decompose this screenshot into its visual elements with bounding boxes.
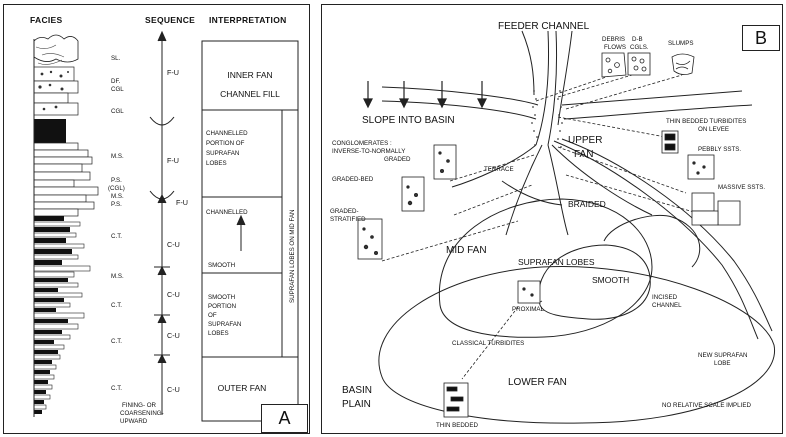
channelled-label: CHANNELLED (206, 209, 248, 216)
panel-a-diagram: FACIES SEQUENCE INTERPRETATION (30, 15, 299, 425)
conglomerates-label: CONGLOMERATES : (332, 140, 392, 147)
channelled-portion-label: SUPRAFAN (206, 150, 239, 157)
debris-flows-label: DEBRIS (602, 36, 625, 43)
fan-model-diagram: FEEDER CHANNEL SLOPE INTO BASIN DEBRIS F… (330, 21, 775, 429)
facies-code: CGL (111, 108, 124, 115)
graded-stratified-label: GRADED- (330, 208, 359, 215)
interpretation-column (201, 40, 299, 422)
mid-fan-label: MID FAN (446, 245, 487, 256)
sequence-label: C-U (167, 385, 180, 394)
db-cgls-label: D-B (632, 36, 643, 43)
inner-fan-label: INNER FAN (227, 70, 272, 80)
thin-bedded-levee-label: THIN BEDDED TURBIDITES (666, 118, 746, 125)
fining-note: FINING- OR (122, 402, 157, 409)
upper-fan-label: FAN (574, 149, 593, 160)
db-cgls-label: CGLS. (630, 44, 649, 51)
facies-column (33, 34, 99, 417)
sequence-label: F-U (167, 156, 179, 165)
suprafan-side-label: SUPRAFAN LOBES ON MID FAN (289, 209, 296, 303)
sequence-label: C-U (167, 290, 180, 299)
panel-b-label: B (742, 25, 780, 51)
sequence-label: C-U (167, 331, 180, 340)
facies-code: P.S. (111, 201, 122, 208)
graded-stratified-label: STRATIFIED (330, 216, 366, 223)
sequence-label: F-U (176, 198, 188, 207)
sequence-label: F-U (167, 68, 179, 77)
graded-bed-label: GRADED-BED (332, 176, 374, 183)
feeder-channel (381, 30, 773, 340)
slope-arrows (363, 81, 487, 109)
smooth-portion-label: SMOOTH (208, 294, 235, 301)
sequence-header: SEQUENCE (145, 15, 195, 25)
classical-turbidites-label: CLASSICAL TURBIDITES (452, 340, 524, 347)
facies-code: CGL (111, 86, 124, 93)
lower-fan-label: LOWER FAN (508, 377, 567, 388)
outer-fan-label: OUTER FAN (218, 383, 267, 393)
facies-code: SL. (111, 55, 121, 62)
terrace-label: TERRACE (484, 166, 514, 173)
facies-code: C.T. (111, 302, 122, 309)
sediment-sketches (357, 52, 741, 418)
panel-a: FACIES SEQUENCE INTERPRETATION (3, 4, 310, 434)
sequence-label: C-U (167, 240, 180, 249)
feeder-channel-label: FEEDER CHANNEL (498, 21, 590, 32)
inner-fan-label: CHANNEL FILL (220, 89, 280, 99)
facies-code: P.S. (111, 177, 122, 184)
suprafan-lobes-label: SUPRAFAN LOBES (518, 257, 595, 267)
debris-flows-label: FLOWS (604, 44, 626, 51)
no-scale-note: NO RELATIVE SCALE IMPLIED (662, 402, 751, 409)
facies-code: (CGL) (108, 185, 125, 192)
new-suprafan-label: NEW SUPRAFAN (698, 352, 748, 359)
smooth-portion-label: OF (208, 312, 217, 319)
sequence-column (149, 30, 175, 415)
pebbly-label: PEBBLY SSTS. (698, 146, 741, 153)
basin-plain-label: PLAIN (342, 399, 371, 410)
massive-label: MASSIVE SSTS. (718, 184, 765, 191)
proximal-label: PROXIMAL (512, 306, 545, 313)
thin-bedded-levee-label: ON LEVEE (698, 126, 729, 133)
braided-label: BRAIDED (568, 199, 606, 209)
facies-header: FACIES (30, 15, 63, 25)
fining-note: COARSENING- (120, 410, 164, 417)
terrace-stipple (531, 90, 563, 148)
facies-code: C.T. (111, 385, 122, 392)
facies-code: C.T. (111, 233, 122, 240)
upper-fan-label: UPPER (568, 135, 602, 146)
basin-plain-label: BASIN (342, 385, 372, 396)
slumps-label: SLUMPS (668, 40, 693, 47)
slope-label: SLOPE INTO BASIN (362, 115, 455, 126)
facies-code: M.S. (111, 153, 124, 160)
thin-bedded-label: THIN BEDDED (436, 422, 478, 429)
panel-b: FEEDER CHANNEL SLOPE INTO BASIN DEBRIS F… (321, 4, 783, 434)
conglomerates-label: GRADED (384, 156, 411, 163)
incised-channel-label: INCISED (652, 294, 678, 301)
fining-note: UPWARD (120, 418, 148, 425)
channelled-portion-label: CHANNELLED (206, 130, 248, 137)
smooth-label: SMOOTH (208, 262, 235, 269)
new-suprafan-label: LOBE (714, 360, 731, 367)
facies-code: M.S. (111, 273, 124, 280)
panel-a-label: A (261, 404, 308, 433)
interpretation-header: INTERPRETATION (209, 15, 287, 25)
smooth-label: SMOOTH (592, 275, 629, 285)
smooth-portion-label: SUPRAFAN (208, 321, 241, 328)
facies-code: C.T. (111, 338, 122, 345)
conglomerates-label: INVERSE-TO-NORMALLY (332, 148, 405, 155)
channelled-portion-label: LOBES (206, 160, 227, 167)
facies-code: DF. (111, 78, 121, 85)
fan-outline (378, 198, 775, 424)
smooth-portion-label: PORTION (208, 303, 236, 310)
facies-code: M.S. (111, 193, 124, 200)
incised-channel-label: CHANNEL (652, 302, 682, 309)
channelled-portion-label: PORTION OF (206, 140, 245, 147)
smooth-portion-label: LOBES (208, 330, 229, 337)
